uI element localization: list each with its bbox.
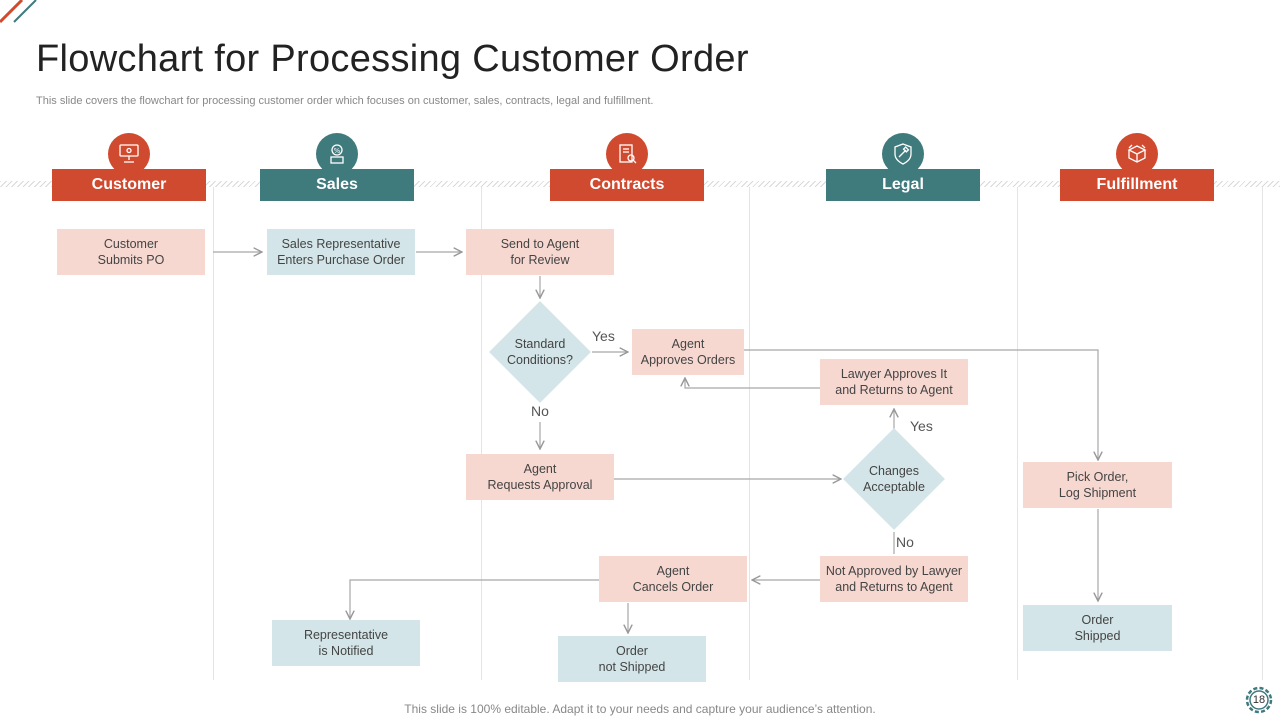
lane-separator [1017, 187, 1018, 680]
legal-icon [882, 133, 924, 175]
page-subtitle: This slide covers the flowchart for proc… [36, 95, 654, 107]
decision-changes-acceptable: Changes Acceptable [863, 464, 925, 494]
page-number-badge: 18 [1242, 683, 1276, 717]
node-not-approved: Not Approved by Lawyer and Returns to Ag… [820, 556, 968, 602]
lane-separator [213, 187, 214, 680]
label-changes-yes: Yes [910, 418, 933, 434]
edge-approves-to-pick [744, 349, 1098, 460]
node-agent-approves: Agent Approves Orders [632, 329, 744, 375]
node-order-not-shipped: Order not Shipped [558, 636, 706, 682]
lane-separator [749, 187, 750, 680]
node-order-shipped: Order Shipped [1023, 605, 1172, 651]
label-standard-no: No [531, 403, 549, 419]
lane-header-contracts: Contracts [550, 169, 704, 201]
node-agent-requests: Agent Requests Approval [466, 454, 614, 500]
node-lawyer-approves: Lawyer Approves It and Returns to Agent [820, 359, 968, 405]
node-agent-cancels: Agent Cancels Order [599, 556, 747, 602]
decision-standard-conditions: Standard Conditions? [506, 337, 573, 367]
svg-text:%: % [334, 147, 341, 155]
edge-lawyer-to-approves [685, 378, 820, 389]
page-title: Flowchart for Processing Customer Order [36, 38, 749, 80]
lane-header-legal: Legal [826, 169, 980, 201]
customer-icon [108, 133, 150, 175]
page-number: 18 [1252, 694, 1266, 706]
node-pick-order: Pick Order, Log Shipment [1023, 462, 1172, 508]
lane-separator [1262, 187, 1263, 680]
node-send-to-agent: Send to Agent for Review [466, 229, 614, 275]
label-changes-no: No [896, 534, 914, 550]
node-customer-submits-po: Customer Submits PO [57, 229, 205, 275]
gear-icon [1245, 686, 1273, 714]
footer-note: This slide is 100% editable. Adapt it to… [404, 702, 876, 716]
fulfillment-icon [1116, 133, 1158, 175]
edge-cancel-to-rep [350, 579, 600, 619]
node-rep-notified: Representative is Notified [272, 620, 420, 666]
sales-icon: % [316, 133, 358, 175]
lane-separator [481, 187, 482, 680]
node-sales-rep-enters-po: Sales Representative Enters Purchase Ord… [267, 229, 415, 275]
contracts-icon [606, 133, 648, 175]
corner-decoration [0, 0, 37, 24]
label-standard-yes: Yes [592, 328, 615, 344]
